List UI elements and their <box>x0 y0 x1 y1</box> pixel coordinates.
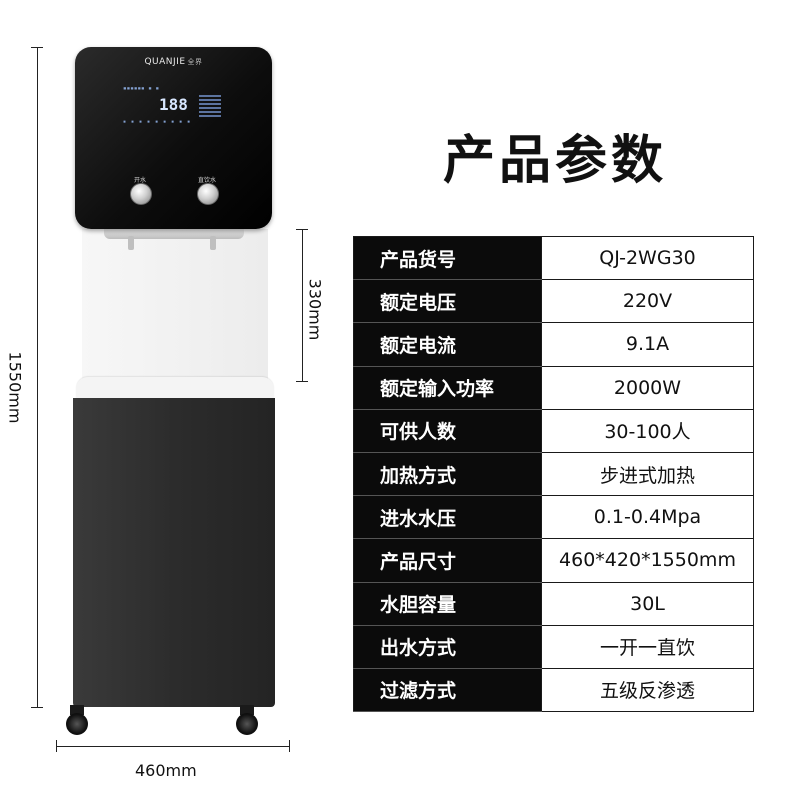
lcd-temperature: 188 <box>159 95 188 114</box>
lcd-indicator-row: ▪ ▪ ▪ ▪ ▪ ▪ ▪ ▪ ▪ <box>123 119 192 125</box>
button-label-right: 直饮水 <box>197 177 216 184</box>
spec-label: 产品尺寸 <box>353 538 542 583</box>
spec-value: 220V <box>541 279 754 324</box>
spec-value: 460*420*1550mm <box>541 538 754 583</box>
upper-dim-label: 330mm <box>305 278 325 341</box>
upper-dim-line <box>302 229 303 381</box>
page-title: 产品参数 <box>442 131 667 191</box>
spec-label: 加热方式 <box>353 451 542 497</box>
width-dim-right-tick <box>289 740 290 752</box>
spec-value: 2000W <box>541 365 754 410</box>
spec-row: 过滤方式五级反渗透 <box>353 667 754 713</box>
spec-label: 额定电压 <box>353 279 542 324</box>
height-dim-line <box>37 47 38 707</box>
spec-row: 出水方式一开一直饮 <box>353 624 754 669</box>
brand-name-cn: 全界 <box>187 58 203 66</box>
spec-label: 额定电流 <box>353 322 542 367</box>
brand-name: QUANJIE <box>144 57 186 67</box>
spec-label: 额定输入功率 <box>353 365 542 410</box>
height-dim-label: 1550mm <box>5 351 25 424</box>
spec-value: 0.1-0.4Mpa <box>541 495 754 540</box>
spec-label: 水胆容量 <box>353 581 542 626</box>
spec-value: 30-100人 <box>541 408 754 453</box>
spec-value: QJ-2WG30 <box>541 235 754 281</box>
spec-label: 出水方式 <box>353 624 542 669</box>
spec-value: 步进式加热 <box>541 451 754 497</box>
boiling-water-button[interactable] <box>130 183 152 205</box>
width-dim-label: 460mm <box>135 761 197 780</box>
machine-cabinet <box>73 398 275 707</box>
tap-left <box>128 236 134 250</box>
tap-right <box>210 236 216 250</box>
spec-value: 五级反渗透 <box>541 667 754 713</box>
upper-dim-bottom-tick <box>296 381 308 382</box>
spec-label: 可供人数 <box>353 408 542 453</box>
spec-value: 9.1A <box>541 322 754 367</box>
spec-label: 过滤方式 <box>353 667 542 713</box>
height-dim-bottom-tick <box>31 707 43 708</box>
spec-value: 一开一直饮 <box>541 624 754 669</box>
wheel-mount-left <box>70 705 84 715</box>
button-label-left: 开水 <box>133 177 146 184</box>
spec-value: 30L <box>541 581 754 626</box>
tap-bar <box>104 229 244 239</box>
spec-label: 进水水压 <box>353 495 542 540</box>
spec-label: 产品货号 <box>353 235 542 281</box>
wheel-mount-right <box>240 705 254 715</box>
lcd-meter <box>199 95 221 119</box>
machine-middle-panel <box>82 229 268 381</box>
drinking-water-button[interactable] <box>197 183 219 205</box>
machine-ledge <box>76 377 274 401</box>
lcd-status-row: ▪▪▪▪▪▪ ▪ ▪ <box>123 85 160 92</box>
wheel-left <box>66 713 88 735</box>
wheel-right <box>236 713 258 735</box>
width-dim-line <box>56 746 289 747</box>
spec-row: 加热方式步进式加热 <box>353 451 754 497</box>
lcd-display: ▪▪▪▪▪▪ ▪ ▪ 188 ▪ ▪ ▪ ▪ ▪ ▪ ▪ ▪ ▪ <box>123 85 221 131</box>
